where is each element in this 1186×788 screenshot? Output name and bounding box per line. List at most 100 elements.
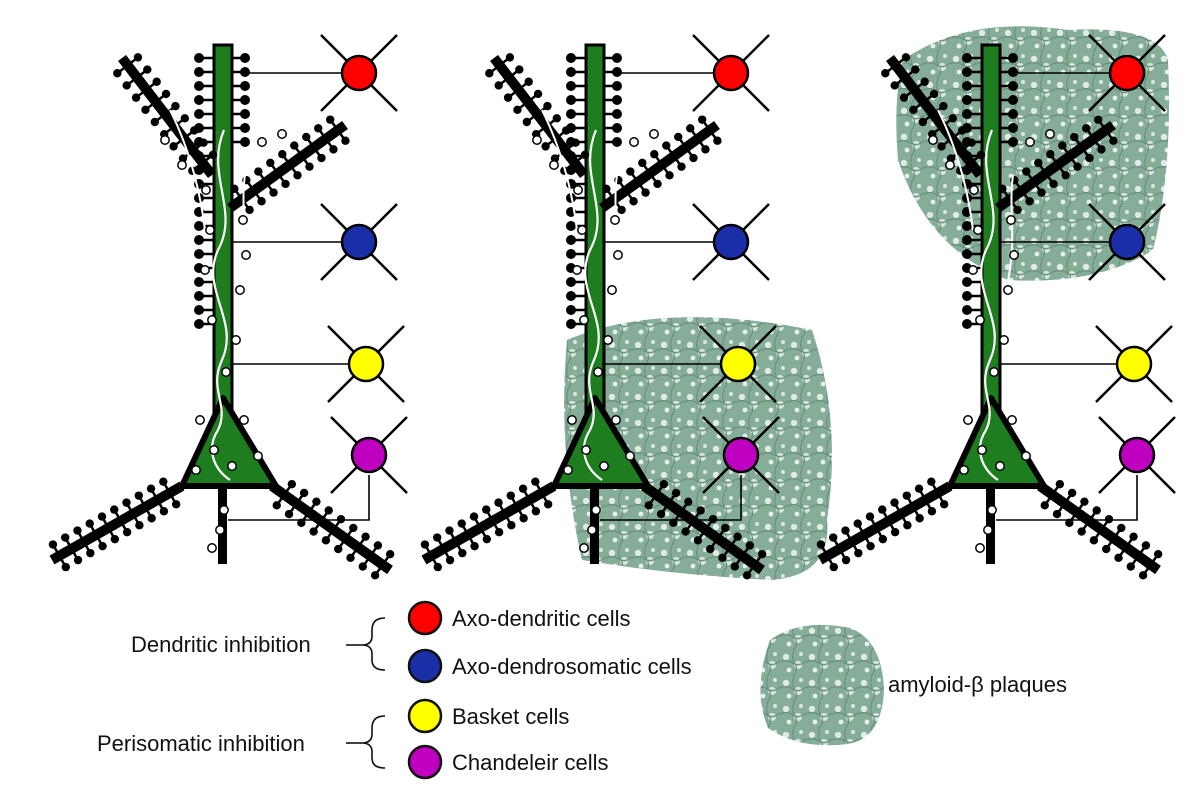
spine-head (899, 93, 909, 102)
spine-head (566, 249, 576, 259)
spine-head (662, 141, 671, 150)
chandelier-connection (996, 475, 1138, 521)
chandelier-cell (1118, 436, 1156, 474)
spine-head (571, 138, 580, 147)
spine-head (1141, 541, 1151, 550)
axon-bouton (207, 543, 217, 553)
dendrite-branch (599, 120, 720, 213)
spine-head (141, 105, 150, 115)
spine-head (194, 67, 204, 77)
spine-head (1067, 488, 1077, 498)
axon-bouton (611, 415, 621, 425)
spine-head (1138, 571, 1148, 580)
spine-head (531, 507, 541, 516)
spine-head (1129, 532, 1138, 541)
spine-head (507, 521, 516, 530)
spine-head (962, 53, 972, 63)
axon-bouton (973, 225, 983, 235)
axon-bouton (975, 543, 985, 553)
spine-head (122, 81, 131, 90)
axon-bouton (629, 137, 639, 147)
spine-head (373, 541, 383, 550)
legend-item-basket: Basket cells (452, 704, 569, 729)
spine-head (927, 507, 937, 516)
axon-bouton (1009, 250, 1019, 260)
spine-head (1037, 188, 1046, 197)
axon-bouton (945, 160, 955, 170)
axon-bouton (649, 129, 659, 139)
spine-head (470, 541, 479, 551)
spine-head (146, 484, 156, 493)
spine-head (240, 95, 250, 105)
axon-bouton (201, 185, 211, 195)
spine-head (829, 562, 838, 572)
axon-bouton (610, 215, 620, 225)
spine-head (485, 69, 494, 78)
axon-bouton (599, 461, 609, 471)
spine-head (962, 277, 972, 287)
spine-head (1008, 53, 1018, 63)
axon-bouton (1025, 137, 1035, 147)
spine-head (122, 528, 132, 537)
axon-bouton (625, 451, 635, 461)
spine-head (644, 501, 653, 510)
interneuron-axon (169, 109, 246, 291)
spine-head (257, 197, 266, 206)
axon-bouton (253, 451, 263, 461)
spine-head (110, 505, 119, 514)
spine-head (602, 184, 611, 194)
spine-head (566, 81, 576, 91)
spine-head (457, 519, 466, 528)
legend-item-chandelier: Chandeleir cells (452, 750, 609, 775)
spine-head (566, 53, 576, 63)
spine-head (878, 534, 888, 544)
spine-head (543, 101, 552, 111)
spine-head (686, 124, 695, 133)
spine-head (346, 553, 355, 563)
spine-head (962, 221, 972, 231)
spine-head (927, 477, 936, 486)
spine-head (1058, 141, 1067, 150)
spine-head (341, 136, 350, 145)
spine-head (962, 235, 972, 245)
spine-head (976, 150, 986, 160)
axon-bouton (572, 265, 582, 275)
legend-item-axo-dendritic: Axo-dendritic cells (452, 606, 631, 631)
interneuron-axon (582, 129, 603, 481)
axo-dendrosomatic-cell (712, 223, 750, 261)
spine-head (110, 534, 120, 544)
spine-head (506, 491, 515, 500)
spine-head (957, 126, 967, 135)
spine-head (85, 519, 94, 528)
axo-dendritic-cell (1108, 54, 1146, 92)
spine-head (385, 549, 395, 559)
spine-head (482, 534, 492, 544)
spine-head (1008, 81, 1018, 91)
axon-bouton (591, 505, 601, 515)
spine-head (159, 507, 169, 516)
spine-head (1034, 158, 1043, 168)
spine-head (370, 571, 380, 580)
spine-head (135, 521, 144, 530)
spine-head (962, 67, 972, 77)
spine-head (626, 167, 635, 176)
spine-head (98, 541, 107, 551)
spine-head (903, 521, 912, 530)
spine-head (708, 514, 718, 524)
spine-head (638, 158, 647, 168)
spine-head (901, 53, 911, 62)
spine-head (1126, 562, 1135, 571)
spine-head (1022, 167, 1031, 176)
spine-head (86, 548, 95, 558)
axon-bouton (1003, 285, 1013, 295)
axon-bouton (215, 525, 225, 535)
axon-bouton (177, 160, 187, 170)
spine-head (1073, 162, 1082, 171)
spine-head (617, 205, 626, 215)
spine-head (194, 277, 204, 287)
spine-head (122, 498, 131, 507)
axon-bouton (975, 315, 985, 325)
spine-head (962, 81, 972, 91)
legend-brace-perisomatic (361, 715, 386, 769)
spine-head (962, 249, 972, 259)
